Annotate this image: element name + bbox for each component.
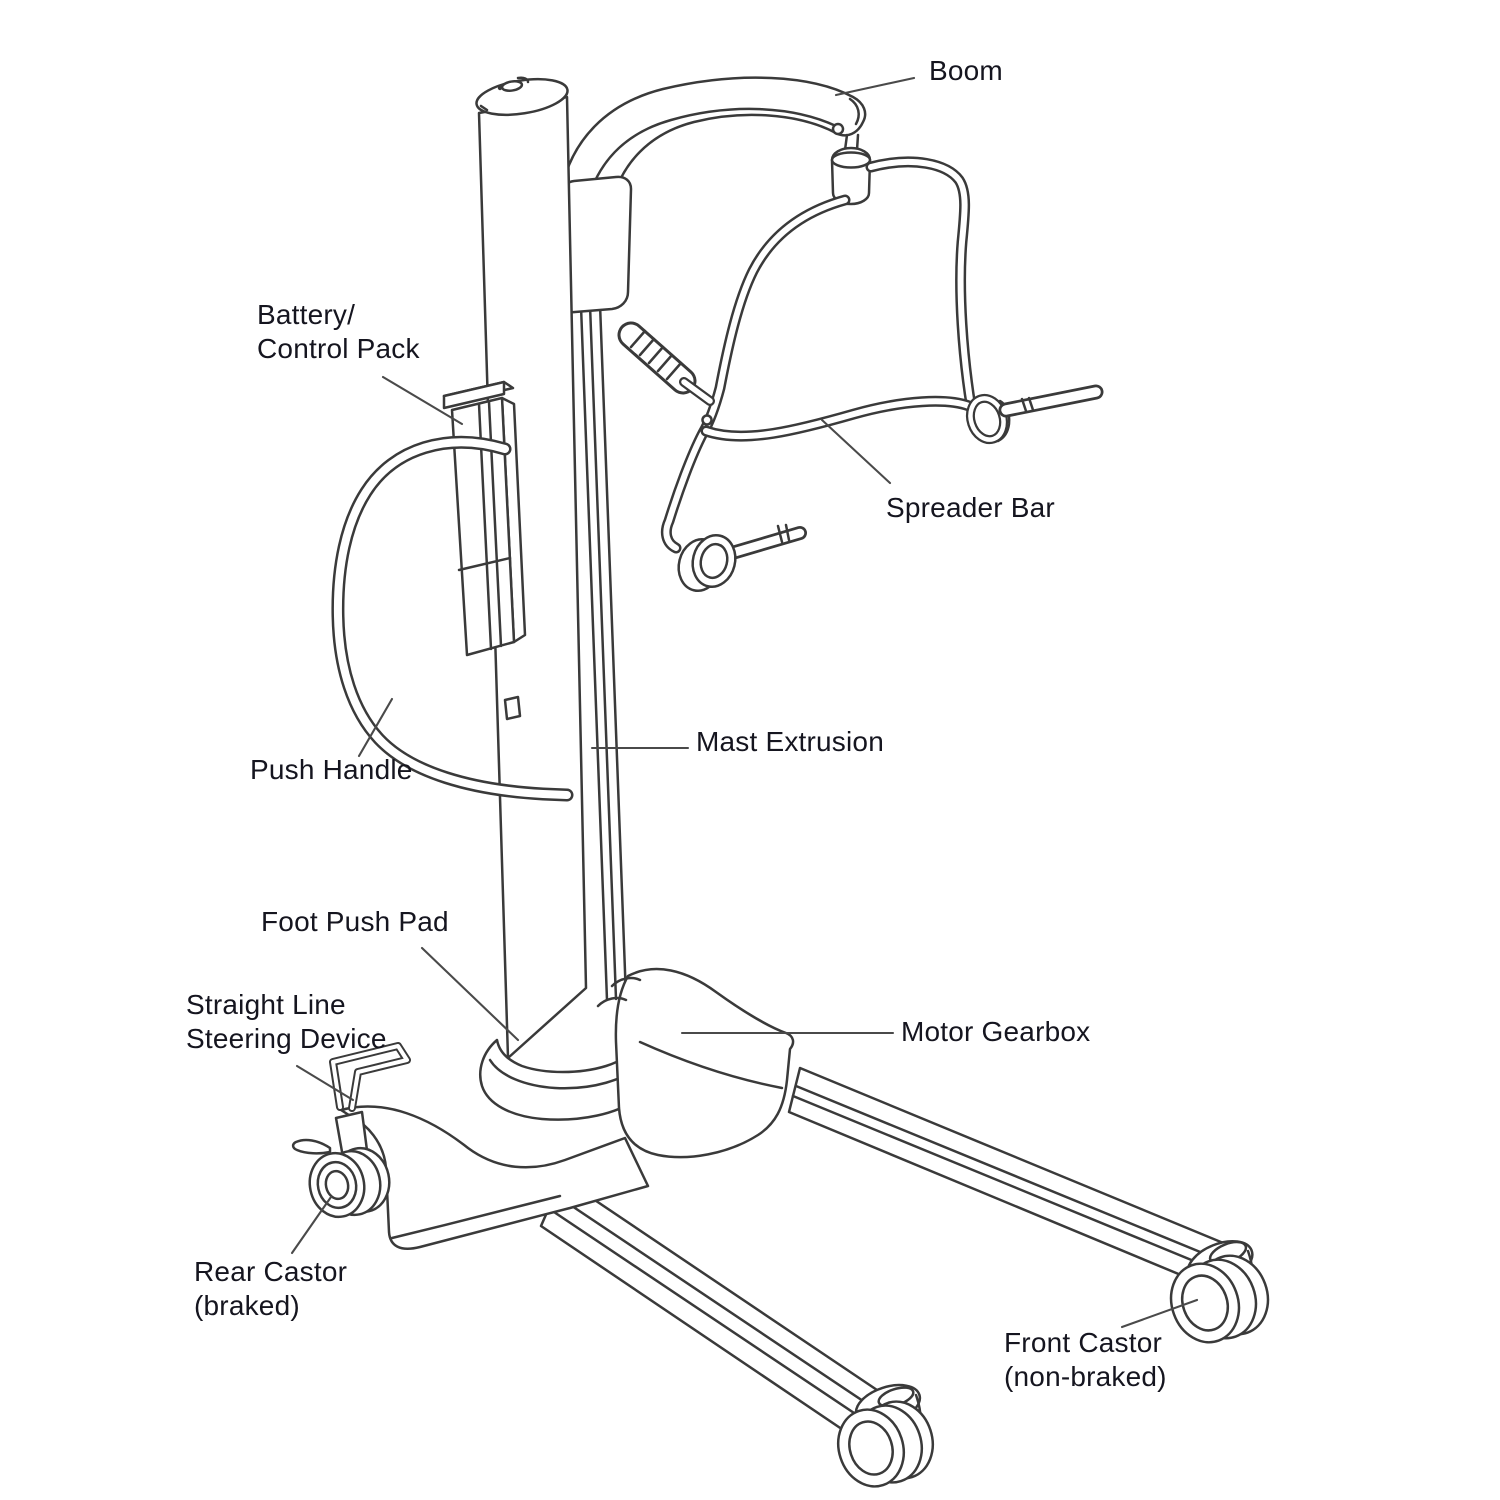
- motor-gearbox-housing: [596, 967, 795, 1159]
- label-rear-castor-line2: (braked): [194, 1290, 300, 1321]
- front-castor-right: [1169, 1240, 1270, 1344]
- label-front-castor-line1: Front Castor: [1004, 1327, 1162, 1358]
- label-front-castor: Front Castor (non-braked): [1004, 1326, 1167, 1394]
- spreader-bar-assembly: [617, 133, 1104, 592]
- label-boom: Boom: [929, 55, 1003, 86]
- front-leg-left: [539, 1176, 882, 1442]
- straight-line-steering-device: [329, 1042, 411, 1112]
- label-battery-line2: Control Pack: [257, 333, 420, 364]
- rear-castor: [308, 1110, 391, 1219]
- label-rear-castor: Rear Castor (braked): [194, 1255, 347, 1323]
- front-castor-bottom: [837, 1383, 934, 1488]
- mast-extrusion-column: [475, 76, 588, 1060]
- label-rear-castor-line1: Rear Castor: [194, 1256, 348, 1287]
- front-leg-right: [787, 1066, 1235, 1292]
- push-handle-loop: [331, 435, 574, 802]
- label-mast-extrusion: Mast Extrusion: [696, 726, 884, 757]
- label-steering-line1: Straight Line: [186, 989, 346, 1020]
- leader-lines: [290, 76, 1199, 1329]
- label-battery-line1: Battery/: [257, 299, 356, 330]
- brake-lever: [291, 1138, 332, 1155]
- label-front-castor-line2: (non-braked): [1004, 1361, 1167, 1392]
- boom-arm: [559, 76, 867, 228]
- label-battery-control-pack: Battery/ Control Pack: [257, 298, 420, 366]
- label-straight-line-steering-device: Straight Line Steering Device: [186, 988, 387, 1056]
- label-steering-line2: Steering Device: [186, 1023, 387, 1054]
- label-foot-push-pad: Foot Push Pad: [261, 906, 449, 937]
- label-spreader-bar: Spreader Bar: [886, 492, 1055, 523]
- label-push-handle: Push Handle: [250, 754, 413, 785]
- label-motor-gearbox: Motor Gearbox: [901, 1016, 1091, 1047]
- battery-control-pack: [442, 380, 527, 721]
